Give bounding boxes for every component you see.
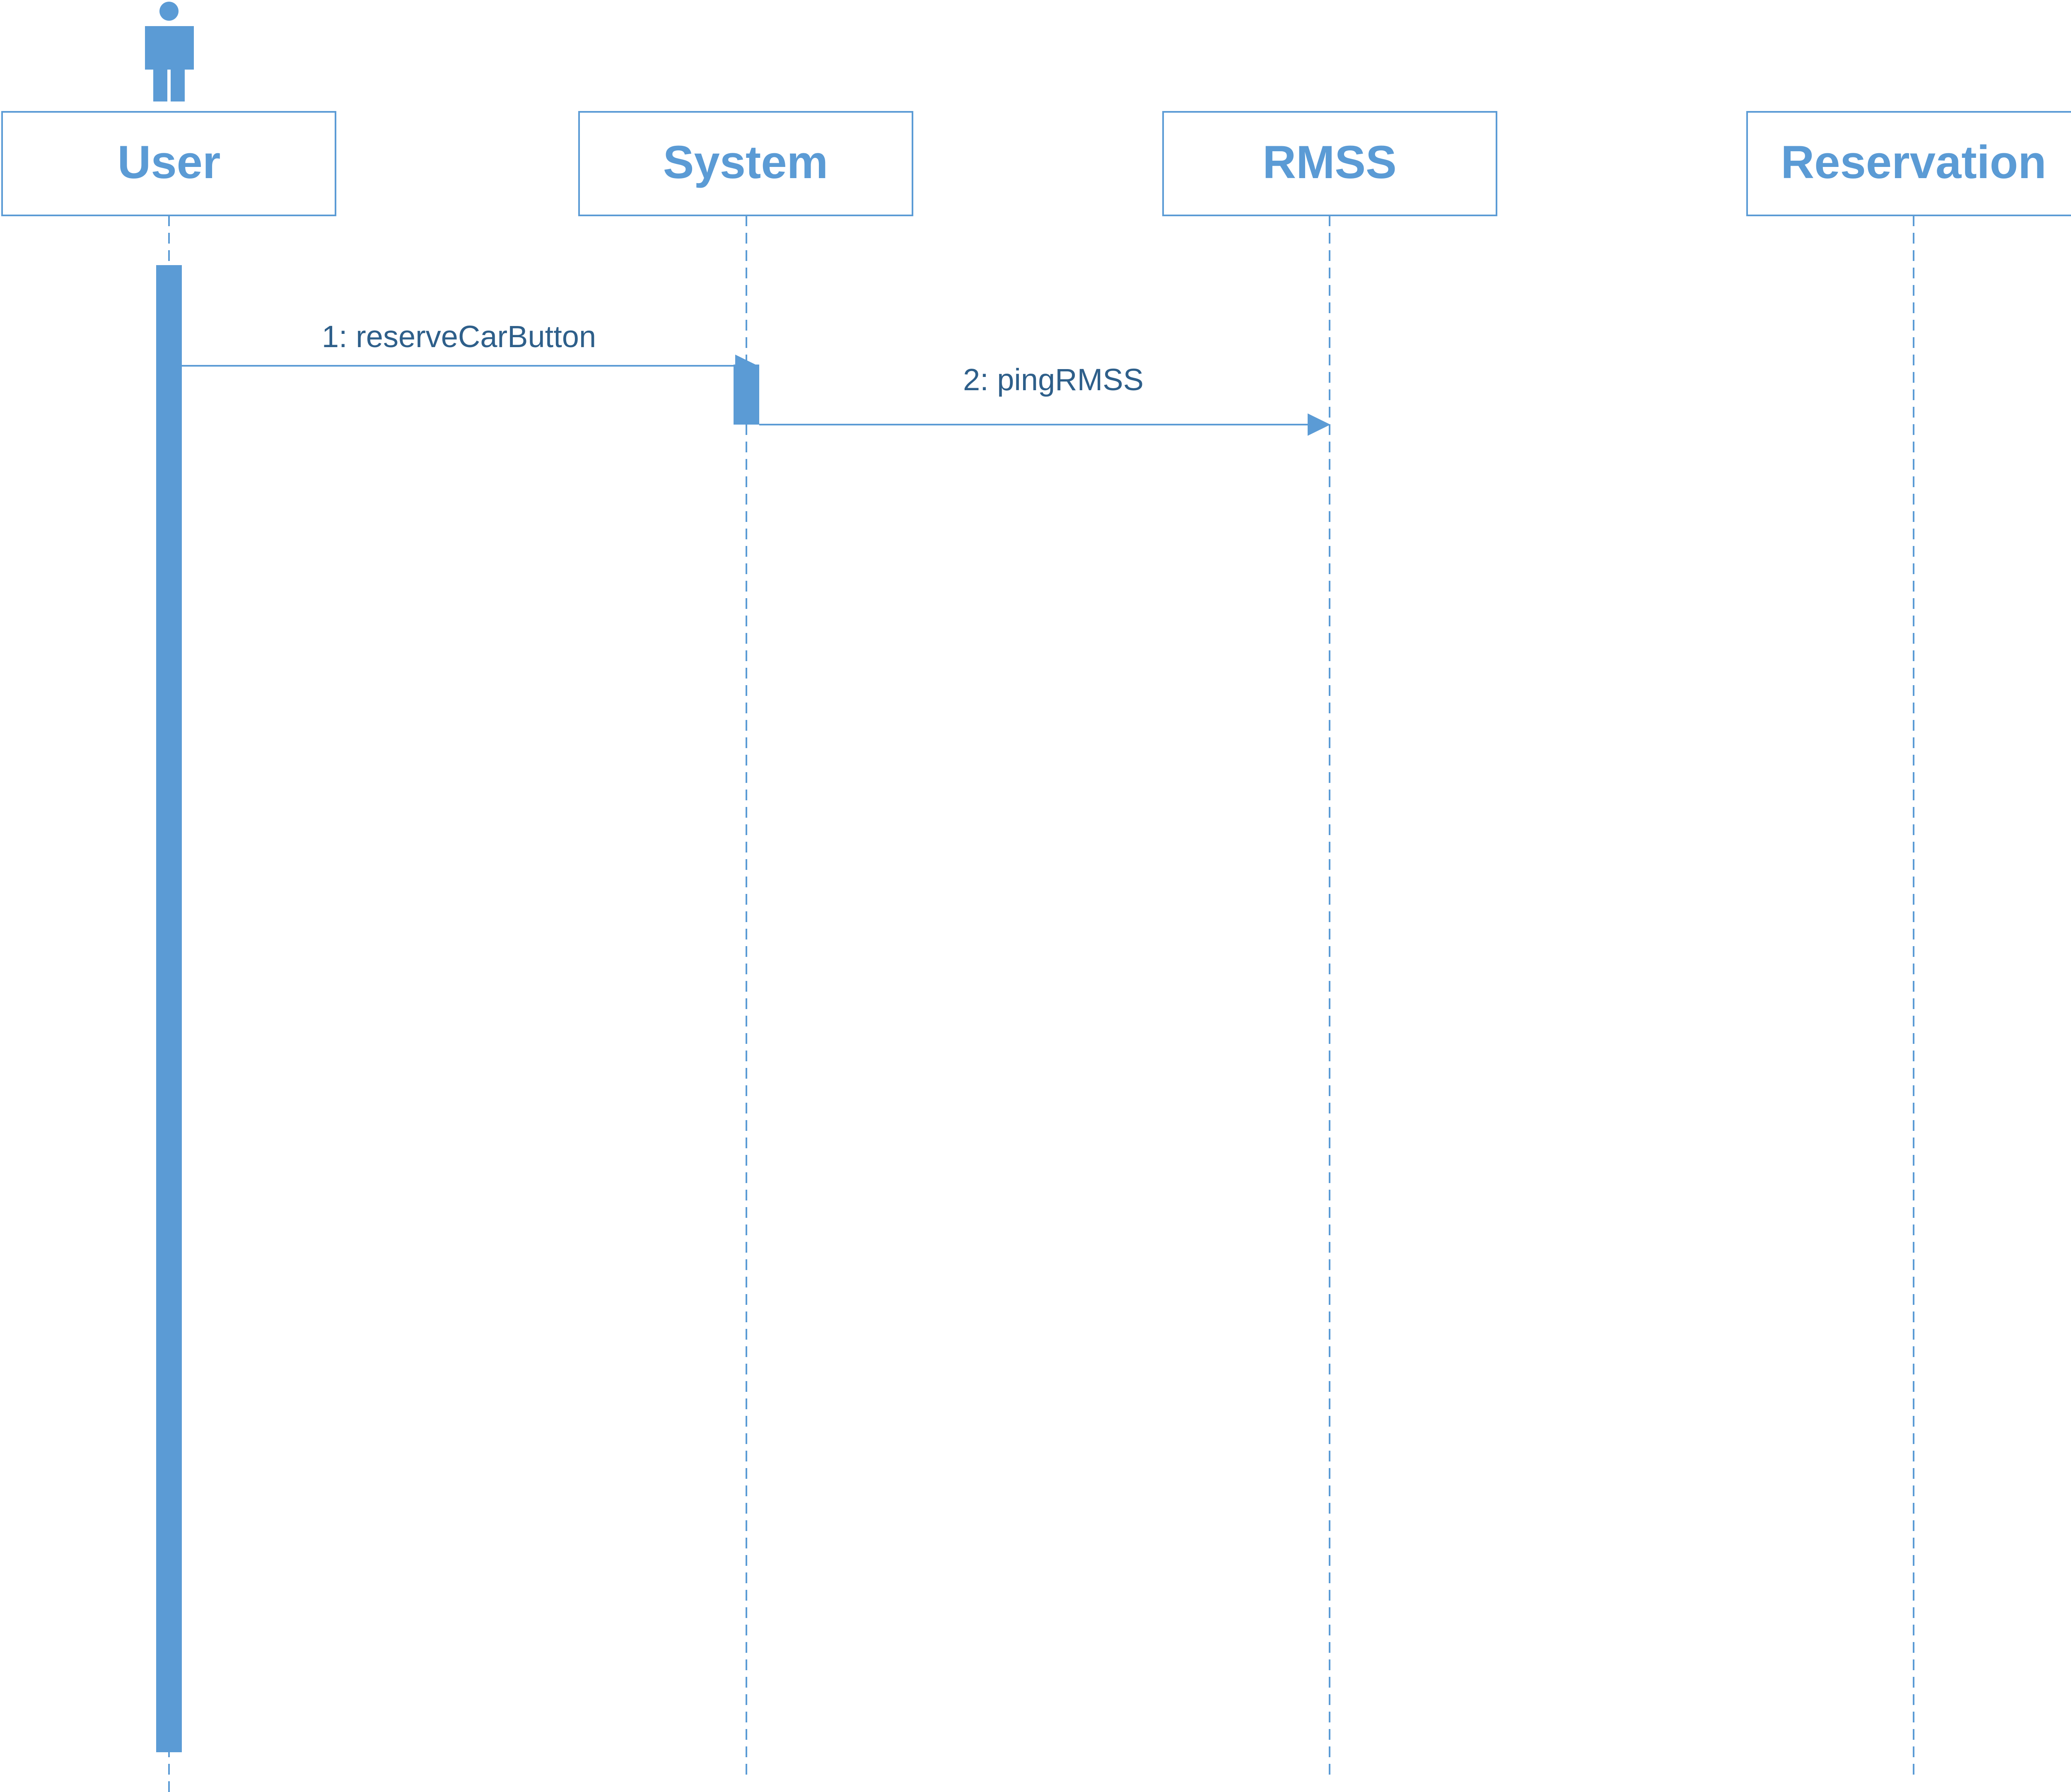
- message-1-label: 1: reserveCarButton: [322, 319, 596, 354]
- participant-system-label: System: [663, 136, 828, 188]
- participant-system-box: [578, 111, 913, 216]
- message-2[interactable]: 2: pingRMSS: [759, 362, 1330, 436]
- participant-user[interactable]: User: [1, 111, 336, 216]
- participant-rmss-box: [1162, 111, 1497, 216]
- participant-rmss-label: RMSS: [1262, 136, 1397, 188]
- participant-reservation-label: Reservation: [1781, 136, 2046, 188]
- participant-user-label: User: [117, 136, 220, 188]
- participant-system[interactable]: System: [578, 111, 913, 216]
- person-icon: [145, 2, 194, 101]
- message-2-arrowhead: [1308, 413, 1330, 436]
- participant-reservation[interactable]: Reservation: [1746, 111, 2071, 216]
- message-2-label: 2: pingRMSS: [963, 362, 1144, 397]
- activation-bar-user: [156, 265, 182, 1752]
- participant-reservation-box: [1746, 111, 2071, 216]
- message-1[interactable]: 1: reserveCarButton: [182, 319, 758, 377]
- message-1-arrowhead: [735, 355, 758, 377]
- participant-user-box: [1, 111, 336, 216]
- participant-rmss[interactable]: RMSS: [1162, 111, 1497, 216]
